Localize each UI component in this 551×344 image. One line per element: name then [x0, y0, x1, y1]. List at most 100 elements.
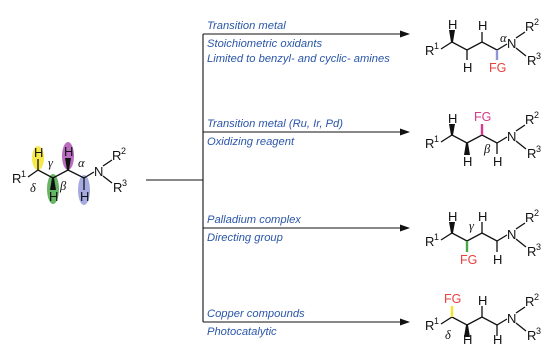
- product-3-chain: [440, 232, 508, 242]
- product-alpha: R 1 H H H α N R 2 R 3 FG: [425, 17, 541, 75]
- r1-label: R: [12, 171, 21, 186]
- product-3-r3-sub: 3: [536, 242, 541, 252]
- product-3-r1: R: [425, 234, 434, 249]
- route-3-condition-1: Palladium complex: [207, 214, 301, 226]
- product-1-r2: R: [525, 19, 534, 34]
- r2-subscript: 2: [121, 146, 126, 156]
- product-4-r1-sub: 1: [434, 316, 439, 326]
- route-1-condition-2: Stoichiometric oxidants: [207, 38, 322, 50]
- product-3-r1-sub: 1: [434, 232, 439, 242]
- product-2-r3: R: [527, 146, 536, 161]
- product-4-h3: H: [478, 293, 487, 308]
- product-4-n-r3-bond: [515, 322, 527, 332]
- delta-h: H: [34, 145, 43, 160]
- route-2-conditions: Transition metal (Ru, Ir, Pd) Oxidizing …: [207, 118, 343, 148]
- alpha-h: H: [80, 189, 89, 204]
- route-4-condition-2: Photocatalytic: [207, 326, 277, 338]
- product-1-r1: R: [425, 43, 434, 58]
- gamma-h-wedge: [50, 178, 56, 190]
- product-4-chain: [440, 316, 508, 326]
- product-3-r3: R: [527, 244, 536, 259]
- product-2-h2: H: [463, 154, 472, 169]
- product-1-r2-sub: 2: [534, 17, 539, 27]
- n-r3-bond: [102, 175, 113, 184]
- route-4-arrowhead: [400, 318, 410, 326]
- route-1-conditions: Transition metal Stoichiometric oxidants…: [207, 20, 390, 65]
- route-4-conditions: Copper compounds Photocatalytic: [207, 308, 305, 338]
- route-4-condition-1: Copper compounds: [207, 308, 305, 320]
- product-1-n-r3-bond: [515, 47, 527, 57]
- route-3-condition-2: Directing group: [207, 232, 283, 244]
- product-3-n-r2-bond: [515, 222, 526, 230]
- product-2-r3-sub: 3: [536, 144, 541, 154]
- delta-highlight: [32, 146, 44, 170]
- product-2-r1-sub: 1: [434, 134, 439, 144]
- product-1-chain: [440, 41, 508, 51]
- product-4-r2: R: [525, 294, 534, 309]
- product-3-h1-wedge: [449, 222, 455, 233]
- n-r2-bond: [102, 159, 113, 167]
- product-2-chain: [440, 134, 508, 144]
- product-2-n-r2-bond: [515, 124, 526, 132]
- product-2-n: N: [507, 129, 516, 144]
- product-3-h3: H: [478, 209, 487, 224]
- route-3-arrowhead: [400, 224, 410, 232]
- route-1-condition-1: Transition metal: [207, 20, 286, 32]
- r1-subscript: 1: [21, 169, 26, 179]
- product-3-r2: R: [525, 210, 534, 225]
- product-4-h4: H: [493, 332, 502, 344]
- product-2-fg: FG: [474, 110, 491, 124]
- beta-label: β: [59, 179, 67, 193]
- delta-label: δ: [30, 181, 36, 195]
- product-4-n-r2-bond: [515, 306, 526, 314]
- product-gamma: R 1 H γ FG H H N R 2 R 3: [425, 208, 541, 267]
- beta-highlight: [62, 142, 74, 170]
- product-1-h1: H: [448, 17, 457, 32]
- nitrogen-label: N: [94, 164, 103, 179]
- route-2-arrowhead: [400, 128, 410, 136]
- product-3-fg: FG: [460, 253, 477, 267]
- product-2-r1: R: [425, 136, 434, 151]
- product-1-r3: R: [527, 53, 536, 68]
- reactant-chain: [27, 169, 95, 179]
- product-2-h1: H: [448, 111, 457, 126]
- product-3-n: N: [507, 227, 516, 242]
- alpha-label: α: [78, 156, 85, 170]
- route-2-condition-1: Transition metal (Ru, Ir, Pd): [207, 118, 343, 130]
- product-4-fg: FG: [444, 292, 461, 306]
- product-2-h4: H: [493, 154, 502, 169]
- product-2-beta: β: [483, 142, 491, 156]
- route-2-condition-2: Oxidizing reagent: [207, 136, 295, 148]
- product-4-h2: H: [463, 332, 472, 344]
- gamma-h: H: [49, 189, 58, 204]
- route-1-condition-3: Limited to benzyl- and cyclic- amines: [207, 53, 390, 65]
- product-2-h2-wedge: [464, 143, 470, 155]
- product-2-r2: R: [525, 112, 534, 127]
- product-4-r3-sub: 3: [536, 326, 541, 336]
- route-1-arrowhead: [400, 30, 410, 38]
- product-1-h1-wedge: [449, 30, 455, 42]
- branch-arrows: [146, 30, 410, 326]
- r3-subscript: 3: [122, 178, 127, 188]
- product-beta: R 1 H H FG β H N R 2 R 3: [425, 110, 541, 169]
- reactant-molecule: R 1 H H H H δ γ β α N R 2 R 3: [12, 142, 127, 205]
- gamma-label: γ: [48, 156, 54, 170]
- beta-h-wedge: [65, 158, 71, 170]
- product-1-fg: FG: [489, 61, 506, 75]
- beta-h: H: [64, 144, 73, 159]
- product-4-r3: R: [527, 328, 536, 343]
- product-1-h2: H: [463, 60, 472, 75]
- product-1-n: N: [507, 36, 516, 51]
- product-4-delta: δ: [445, 328, 451, 342]
- product-3-h4: H: [493, 252, 502, 267]
- product-4-r2-sub: 2: [534, 292, 539, 302]
- product-1-n-r2-bond: [515, 31, 526, 39]
- product-4-r1: R: [425, 318, 434, 333]
- r3-label: R: [113, 180, 122, 195]
- product-1-r1-sub: 1: [434, 41, 439, 51]
- product-3-h1: H: [448, 209, 457, 224]
- r2-label: R: [112, 148, 121, 163]
- product-3-r2-sub: 2: [534, 208, 539, 218]
- product-1-alpha: α: [500, 31, 507, 45]
